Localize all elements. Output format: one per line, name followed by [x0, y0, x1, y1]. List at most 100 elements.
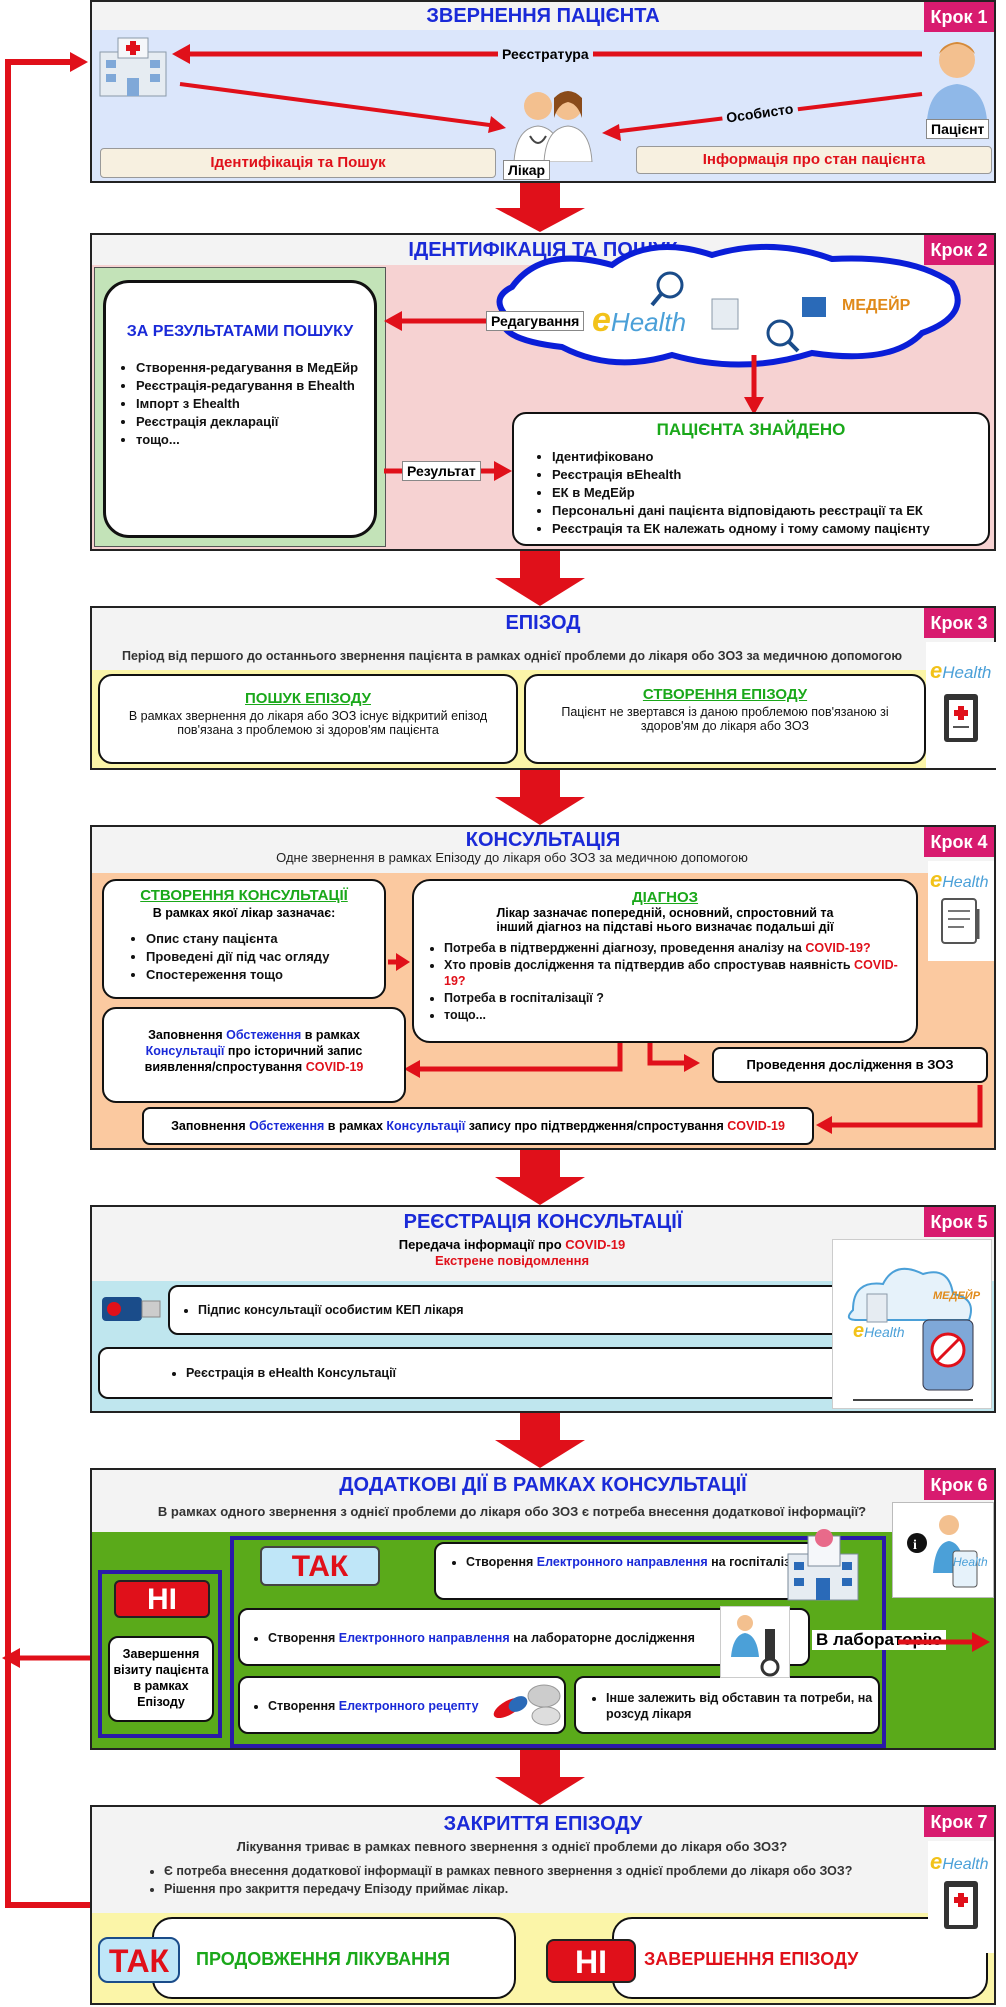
step5-badge: Крок 5 [924, 1207, 994, 1237]
diagnosis-list: Потреба в підтвердженні діагнозу, провед… [444, 940, 916, 1023]
create-episode-box: СТВОРЕННЯ ЕПІЗОДУ Пацієнт не звертався і… [524, 674, 926, 764]
list-item: Підпис консультації особистим КЕП лікаря [198, 1302, 910, 1319]
patient-found-list: Ідентифіковано Реєстрація вEhealth ЕК в … [552, 448, 988, 537]
search-results-title: ЗА РЕЗУЛЬТАТАМИ ПОШУКУ [126, 323, 354, 340]
step3-subtitle: Період від першого до останнього звернен… [121, 649, 903, 663]
step4-arrows [388, 953, 983, 1134]
step1-title: ЗВЕРНЕННЯ ПАЦІЄНТА [426, 5, 660, 27]
yes-group: ТАК Створення Електронного направлення н… [230, 1529, 886, 1748]
medair-logo: МЕДЕЙР [842, 297, 911, 314]
lab-referral-box: Створення Електронного направлення на ла… [238, 1608, 810, 1666]
search-results-box: ЗА РЕЗУЛЬТАТАМИ ПОШУКУ Створення-редагув… [103, 280, 377, 538]
step6-arrows [898, 1632, 990, 1652]
ehealth-logo: eHealth [853, 1320, 905, 1342]
svg-text:i: i [913, 1538, 917, 1553]
list-item: Реєстрація в eHealth Консультації [186, 1365, 910, 1382]
search-episode-text: В рамках звернення до лікаря або ЗОЗ існ… [128, 709, 488, 737]
no-badge: НІ [546, 1939, 636, 1983]
list-item: Імпорт з Ehealth [136, 395, 364, 412]
list-item: Створення Електронного рецепту [268, 1698, 564, 1715]
step2-cloud [384, 243, 961, 481]
step6-title: ДОДАТКОВІ ДІЇ В РАМКАХ КОНСУЛЬТАЦІЇ [339, 1474, 747, 1496]
patient-info-box: Інформація про стан пацієнта [636, 146, 992, 174]
close-episode-box [612, 1917, 988, 1999]
list-item: Рішення про закриття передачу Епізоду пр… [164, 1881, 852, 1898]
diagnosis-sub: Лікар зазначає попередній, основний, спр… [496, 906, 834, 934]
list-item: Проведені дії під час огляду [146, 948, 384, 965]
continue-treatment-box [152, 1917, 516, 1999]
patient-found-box: ПАЦІЄНТА ЗНАЙДЕНО Ідентифіковано Реєстра… [512, 412, 990, 546]
close-episode-text: ЗАВЕРШЕННЯ ЕПІЗОДУ [644, 1949, 859, 1969]
lab-icon [720, 1606, 790, 1678]
step2-panel: ІДЕНТИФІКАЦІЯ ТА ПОШУК Крок 2 ЗА РЕЗУЛЬТ… [90, 233, 996, 551]
finish-visit-box: Завершення візиту пацієнта в рамках Епіз… [108, 1636, 214, 1722]
step5-panel: РЕЄСТРАЦІЯ КОНСУЛЬТАЦІЇ Крок 5 Передача … [90, 1205, 996, 1413]
ehealth-clipboard-icon: eHealth [928, 1841, 994, 1953]
yes-badge: ТАК [260, 1546, 380, 1586]
step1-badge: Крок 1 [924, 2, 994, 32]
yes-badge: ТАК [98, 1937, 180, 1983]
create-consult-sub: В рамках якої лікар зазначає: [152, 906, 336, 920]
step2-title: ІДЕНТИФІКАЦІЯ ТА ПОШУК [408, 239, 678, 261]
search-results-area: ЗА РЕЗУЛЬТАТАМИ ПОШУКУ Створення-редагув… [94, 267, 386, 547]
register-consult-box: Реєстрація в eHealth Консультації [98, 1347, 912, 1399]
step4-title: КОНСУЛЬТАЦІЯ [465, 829, 621, 851]
ehealth-logo: Health [953, 1555, 988, 1569]
fill-exam-history-box: Заповнення Обстеження в рамках Консульта… [102, 1007, 406, 1103]
list-item: Персональні дані пацієнта відповідають р… [552, 502, 988, 519]
no-group: НІ Завершення візиту пацієнта в рамках Е… [98, 1570, 222, 1738]
doctor-info-icon: i Health [892, 1502, 994, 1598]
ident-search-box: Ідентифікація та Пошук [100, 148, 496, 178]
step7-badge: Крок 7 [924, 1807, 994, 1837]
search-episode-box: ПОШУК ЕПІЗОДУ В рамках звернення до ліка… [98, 674, 518, 764]
continue-treatment-text: ПРОДОВЖЕННЯ ЛІКУВАННЯ [196, 1949, 451, 1969]
step6-subtitle: В рамках одного звернення з однієї пробл… [157, 1504, 867, 1519]
result-label: Результат [402, 461, 481, 481]
list-item: Реєстрація та ЕК належать одному і тому … [552, 520, 988, 537]
ehealth-clipboard-icon: eHealth [926, 642, 996, 768]
step3-panel: ЕПІЗОД Крок 3 Період від першого до оста… [90, 606, 996, 770]
list-item: Потреба в госпіталізації ? [444, 990, 916, 1006]
search-episode-title: ПОШУК ЕПІЗОДУ [245, 690, 371, 707]
step6-panel: ДОДАТКОВІ ДІЇ В РАМКАХ КОНСУЛЬТАЦІЇ Крок… [90, 1468, 996, 1750]
list-item: Реєстрація-редагування в Ehealth [136, 377, 364, 394]
step5-sub1: Передача інформації про COVID-19 [398, 1237, 626, 1252]
list-item: Створення Електронного направлення на ла… [268, 1630, 808, 1647]
research-box: Проведення дослідження в ЗОЗ [712, 1047, 988, 1083]
ehealth-logo: eHealth [592, 301, 687, 339]
hospital-referral-box: Створення Електронного направлення на го… [434, 1542, 830, 1600]
step7-list: Є потреба внесення додаткової інформації… [164, 1863, 852, 1899]
no-badge: НІ [114, 1580, 210, 1618]
ehealth-doc-icon: eHealth [928, 861, 994, 961]
list-item: Є потреба внесення додаткової інформації… [164, 1863, 852, 1880]
doctor-label: Лікар [503, 160, 551, 180]
create-consult-box: СТВОРЕННЯ КОНСУЛЬТАЦІЇ В рамках якої лік… [102, 879, 386, 999]
patient-label: Пацієнт [926, 119, 990, 139]
patient-icon [922, 32, 992, 122]
other-actions-box: Інше залежить від обставин та потреби, н… [574, 1676, 880, 1734]
sign-consult-box: Підпис консультації особистим КЕП лікаря [168, 1285, 912, 1335]
list-item: Ідентифіковано [552, 448, 988, 465]
patient-found-title: ПАЦІЄНТА ЗНАЙДЕНО [656, 420, 846, 439]
step7-subtitle: Лікування триває в рамках певного зверне… [236, 1839, 788, 1854]
step4-panel: КОНСУЛЬТАЦІЯ Крок 4 Одне звернення в рам… [90, 825, 996, 1150]
list-item: Інше залежить від обставин та потреби, н… [606, 1690, 878, 1722]
step2-badge: Крок 2 [924, 235, 994, 265]
step3-title: ЕПІЗОД [505, 612, 581, 634]
create-episode-title: СТВОРЕННЯ ЕПІЗОДУ [642, 686, 808, 703]
diagnosis-title: ДІАГНОЗ [631, 889, 699, 906]
edit-label: Редагування [486, 311, 585, 331]
step5-sub2: Екстрене повідомлення [434, 1253, 590, 1268]
create-consult-list: Опис стану пацієнта Проведені дії під ча… [146, 930, 384, 983]
step3-badge: Крок 3 [924, 608, 994, 638]
step6-badge: Крок 6 [924, 1470, 994, 1500]
doctors-icon [508, 84, 598, 163]
list-item: Потреба в підтвердженні діагнозу, провед… [444, 940, 916, 956]
list-item: Опис стану пацієнта [146, 930, 384, 947]
create-consult-title: СТВОРЕННЯ КОНСУЛЬТАЦІЇ [140, 887, 348, 904]
usb-key-icon [98, 1287, 168, 1331]
step1-panel: ЗВЕРНЕННЯ ПАЦІЄНТА Крок 1 Пацієнт Лікар … [90, 0, 996, 183]
list-item: Спостереження тощо [146, 966, 384, 983]
